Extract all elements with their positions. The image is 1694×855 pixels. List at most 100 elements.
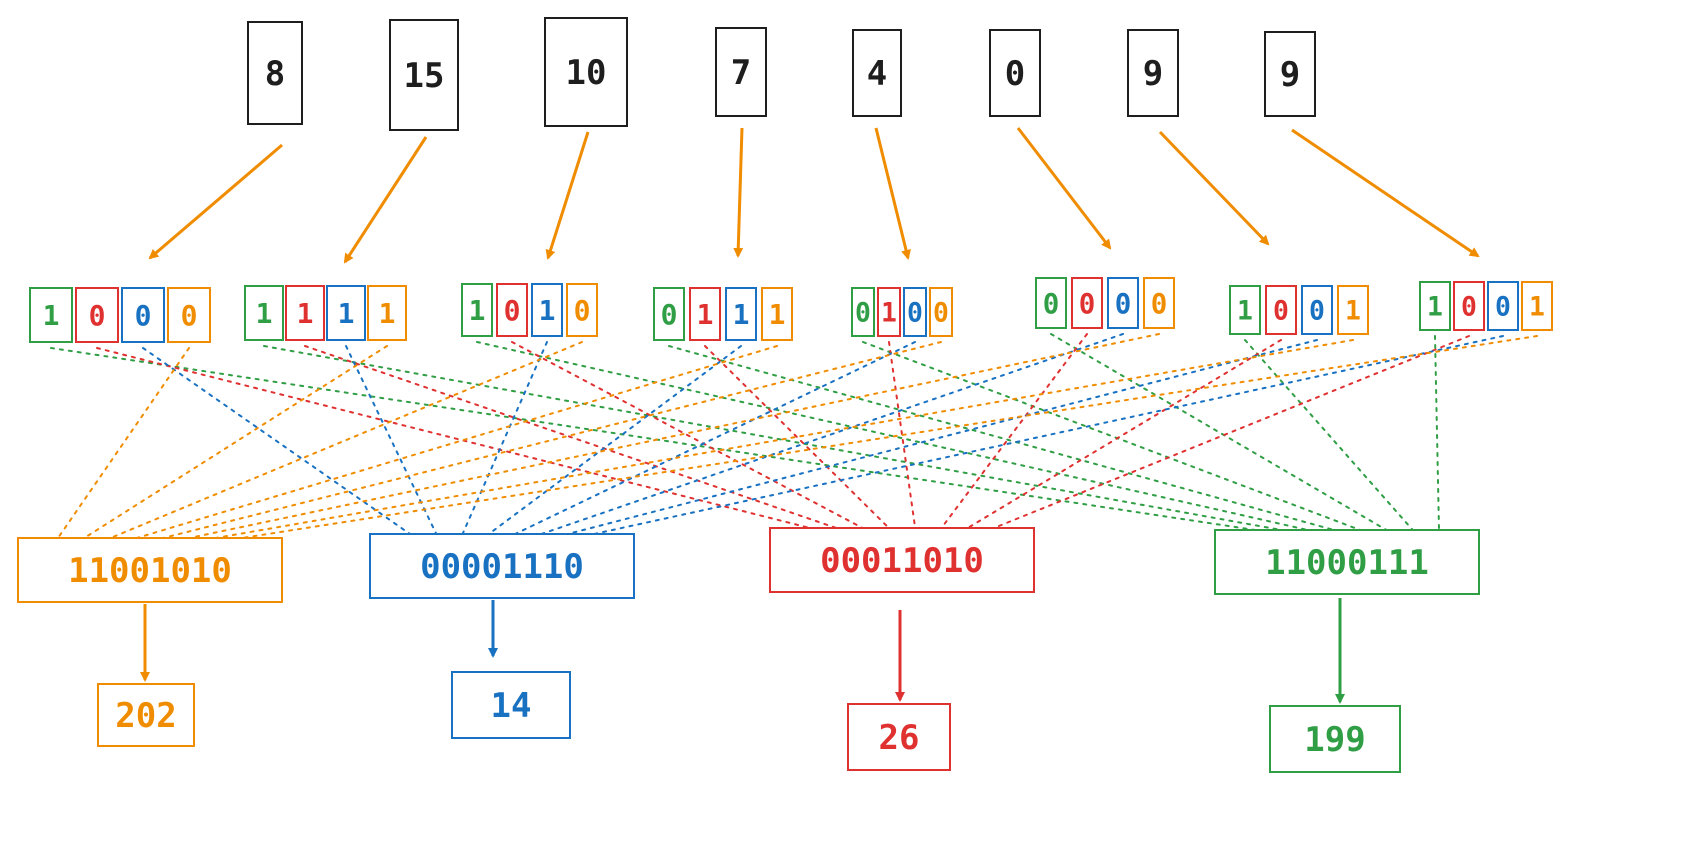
output-binary: 11000111	[1265, 543, 1429, 583]
bit-cell-frame	[1143, 277, 1175, 329]
bit-cell-frame	[725, 287, 757, 341]
bit-value: 0	[504, 294, 521, 327]
bit-value: 1	[338, 297, 355, 330]
bit-value: 1	[469, 294, 486, 327]
bit-value: 1	[1529, 292, 1545, 323]
bit-value: 0	[661, 298, 678, 331]
bit-value: 1	[297, 297, 314, 330]
bit-cell-frame	[877, 287, 901, 337]
bit-route-line-7-1	[993, 335, 1470, 529]
input-arrow-3	[733, 127, 744, 258]
input-arrow-4	[874, 127, 911, 260]
input-value: 4	[867, 54, 887, 94]
input-box-7: 9	[1264, 31, 1316, 117]
input-value: 7	[731, 53, 751, 93]
bit-value: 0	[1273, 296, 1289, 327]
bit-routing-lines	[50, 333, 1538, 539]
output-decimal: 14	[491, 686, 532, 726]
bit-route-line-3-0	[668, 345, 1335, 531]
bit-route-line-6-0	[1244, 339, 1414, 531]
bit-value: 0	[907, 298, 923, 329]
bit-route-line-0-1	[96, 347, 811, 529]
input-box-1: 15	[389, 19, 459, 131]
bit-cell-frame	[285, 285, 325, 341]
bit-cell-frame	[761, 287, 793, 341]
bit-route-line-4-2	[514, 341, 916, 535]
input-box-5: 0	[989, 29, 1041, 117]
bit-route-line-0-3	[57, 347, 190, 539]
output-byte-3: 11000111 199	[1214, 529, 1480, 773]
bit-value: 0	[1309, 296, 1325, 327]
bit-cell-frame	[851, 287, 875, 337]
bit-value: 1	[379, 297, 396, 330]
output-byte-frame	[17, 537, 283, 603]
bit-route-line-7-0	[1434, 335, 1440, 531]
input-box-frame	[852, 29, 902, 117]
bit-value: 0	[1115, 288, 1132, 320]
input-box-3: 7	[715, 27, 767, 117]
bit-cell-frame	[75, 287, 119, 343]
bit-cell-frame	[1487, 281, 1519, 331]
bit-cell-frame	[1071, 277, 1103, 329]
input-arrow-1	[343, 136, 428, 264]
input-box-frame	[247, 21, 303, 125]
bit-route-line-7-2	[593, 335, 1504, 535]
bit-value: 0	[574, 294, 591, 327]
output-byte-frame	[769, 527, 1035, 593]
bit-route-line-3-1	[704, 345, 890, 529]
bit-cell-frame	[367, 285, 407, 341]
input-arrows	[148, 127, 1480, 264]
input-arrow-2	[545, 131, 590, 260]
output-byte-frame	[369, 533, 635, 599]
output-byte-1: 00001110 14	[369, 533, 635, 739]
bit-value: 0	[1079, 288, 1096, 320]
bit-cell-frame	[167, 287, 211, 343]
input-value: 9	[1143, 54, 1163, 94]
bit-route-line-1-1	[304, 345, 838, 529]
bit-route-line-5-3	[188, 333, 1160, 539]
bit-route-line-3-2	[487, 345, 742, 535]
bit-value: 1	[697, 298, 714, 331]
output-decimal: 199	[1304, 720, 1365, 760]
bit-value: 0	[1461, 292, 1477, 323]
bit-route-line-1-3	[83, 345, 388, 539]
bit-route-line-0-0	[50, 347, 1256, 531]
input-value: 15	[404, 56, 445, 96]
bit-value: 1	[256, 297, 273, 330]
bit-route-line-4-0	[862, 341, 1362, 531]
bit-route-line-4-3	[162, 341, 942, 539]
output-binary: 00001110	[420, 547, 584, 587]
input-box-frame	[989, 29, 1041, 117]
bit-route-line-2-2	[461, 341, 548, 535]
bit-route-line-2-1	[511, 341, 864, 529]
bit-value: 1	[539, 294, 556, 327]
bit-value: 0	[1495, 292, 1511, 323]
input-box-frame	[389, 19, 459, 131]
bit-route-line-6-3	[214, 339, 1354, 539]
bit-route-line-3-3	[135, 345, 778, 539]
bit-value: 1	[881, 298, 897, 329]
bit-cell-frame	[1521, 281, 1553, 331]
input-box-4: 4	[852, 29, 902, 117]
bit-value: 1	[43, 299, 60, 332]
input-value: 8	[265, 54, 285, 94]
bit-route-line-6-1	[966, 339, 1282, 529]
bit-value: 0	[181, 299, 198, 332]
bit-value: 1	[733, 298, 750, 331]
input-box-6: 9	[1127, 29, 1179, 117]
bit-route-line-2-3	[109, 341, 583, 539]
bit-value: 1	[1427, 292, 1443, 323]
bit-cell-frame	[1419, 281, 1451, 331]
output-decimal-frame	[451, 671, 571, 739]
bit-route-line-5-2	[540, 333, 1124, 535]
input-box-frame	[544, 17, 628, 127]
output-decimal-frame	[97, 683, 195, 747]
